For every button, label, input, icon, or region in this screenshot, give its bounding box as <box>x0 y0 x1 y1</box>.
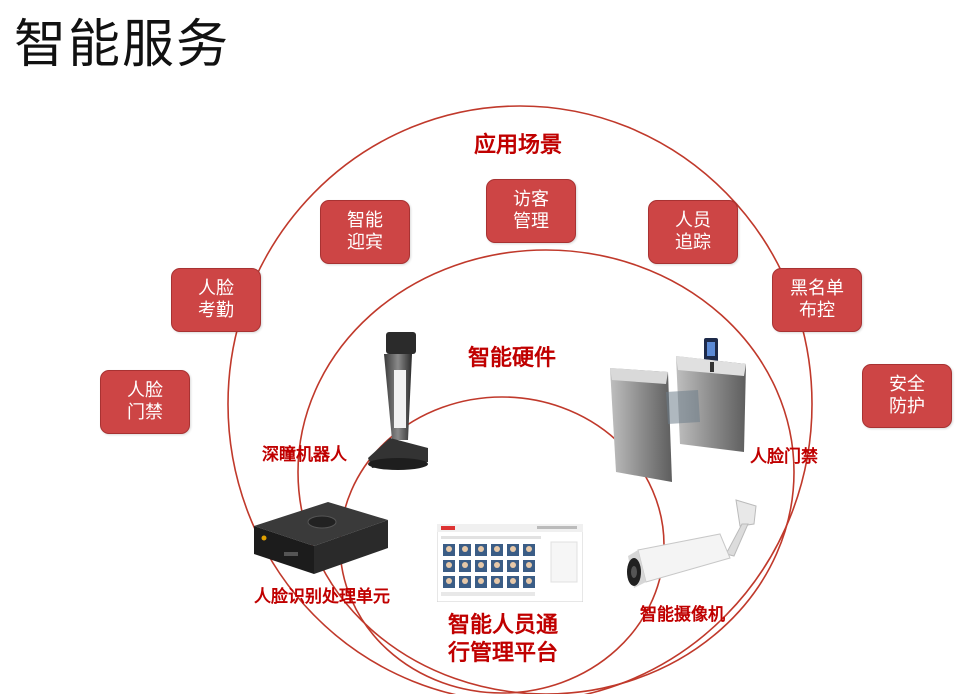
tag-line: 追踪 <box>675 232 711 253</box>
scenario-security-protection[interactable]: 安全防护 <box>862 364 952 428</box>
tag-line: 人脸 <box>198 278 234 299</box>
tag-line: 访客 <box>513 189 549 210</box>
tag-line: 防护 <box>889 396 925 417</box>
scenario-smart-welcome[interactable]: 智能迎宾 <box>320 200 410 264</box>
scenario-person-tracking[interactable]: 人员追踪 <box>648 200 738 264</box>
processing-unit-label: 人脸识别处理单元 <box>254 587 390 607</box>
tag-line: 布控 <box>799 300 835 321</box>
tag-line: 迎宾 <box>347 232 383 253</box>
camera-image <box>627 499 757 588</box>
middle-ring <box>297 249 795 694</box>
scenario-visitor-management[interactable]: 访客管理 <box>486 179 576 243</box>
middle-ring-label: 智能硬件 <box>468 346 557 371</box>
camera-label: 智能摄像机 <box>640 605 725 625</box>
outer-ring <box>227 105 813 694</box>
tag-line: 门禁 <box>127 402 163 423</box>
outer-ring-label: 应用场景 <box>474 133 563 158</box>
inner-ring-label: 智能人员通 行管理平台 <box>448 612 558 668</box>
inner-ring-label-line2: 行管理平台 <box>448 641 559 666</box>
scenario-face-access[interactable]: 人脸门禁 <box>100 370 190 434</box>
processing-unit-image <box>254 502 388 574</box>
tag-line: 人员 <box>675 210 711 231</box>
inner-ring-label-line1: 智能人员通 <box>448 613 559 638</box>
tag-line: 黑名单 <box>790 278 844 299</box>
tag-line: 安全 <box>889 374 925 395</box>
gate-image <box>610 338 746 482</box>
robot-image <box>368 332 428 470</box>
tag-line: 智能 <box>347 210 383 231</box>
robot-label: 深瞳机器人 <box>262 445 347 465</box>
scenario-face-attendance[interactable]: 人脸考勤 <box>171 268 261 332</box>
gate-label: 人脸门禁 <box>750 447 818 467</box>
platform-screenshot-image <box>437 524 583 602</box>
scenario-blacklist-control[interactable]: 黑名单布控 <box>772 268 862 332</box>
page-title: 智能服务 <box>14 15 231 75</box>
tag-line: 人脸 <box>127 380 163 401</box>
tag-line: 考勤 <box>198 300 234 321</box>
tag-line: 管理 <box>513 211 549 232</box>
